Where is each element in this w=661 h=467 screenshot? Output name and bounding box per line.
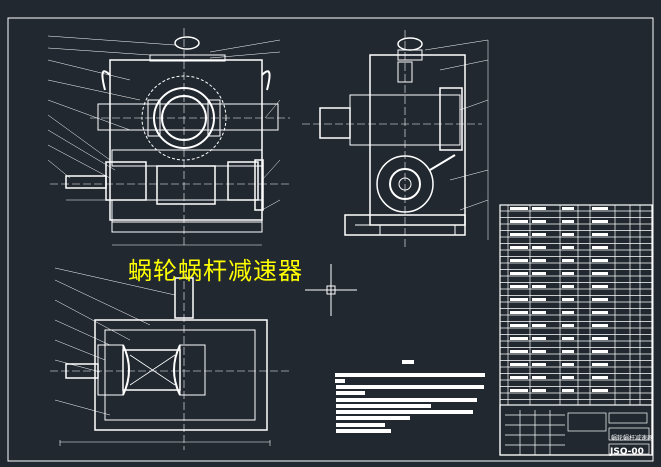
parts-list-cell [562,272,574,275]
parts-list-cell [510,246,528,249]
parts-list-cell [510,376,528,379]
top-view [50,267,290,450]
parts-list-cell [510,285,528,288]
parts-list-cell [562,311,574,314]
parts-list-cell [592,207,608,210]
parts-list-cell [532,246,546,249]
parts-list-cell [510,298,528,301]
parts-list-cell [510,207,528,210]
parts-list-cell [532,311,546,314]
parts-list-cell [532,207,546,210]
parts-list-cell [532,233,546,236]
parts-list-cell [592,233,608,236]
parts-list-cell [532,324,546,327]
parts-list-cell [592,389,608,392]
parts-list-cell [592,272,608,275]
parts-list-cell [510,389,528,392]
drawing-title: 蜗轮蜗杆减速器 [128,257,303,285]
parts-list-cell [562,207,574,210]
side-view [302,30,489,250]
parts-list-cell [532,337,546,340]
parts-list-cell [532,376,546,379]
sheet-border [7,17,654,462]
parts-list-cell [562,298,574,301]
parts-list-cell [592,298,608,301]
parts-list-cell [510,324,528,327]
parts-list-cell [562,233,574,236]
parts-list-cell [532,389,546,392]
parts-list-cell [592,246,608,249]
parts-list-cell [510,272,528,275]
parts-list-cell [592,259,608,262]
parts-list-cell [562,337,574,340]
parts-list-cell [510,363,528,366]
parts-list-cell [592,337,608,340]
technical-notes [335,360,485,433]
parts-list-cell [592,311,608,314]
parts-list-cell [562,220,574,223]
parts-list-cell [510,337,528,340]
parts-list-cell [562,285,574,288]
front-view [47,28,290,248]
parts-list-cell [532,363,546,366]
parts-list-cell [562,324,574,327]
parts-list-cell [532,220,546,223]
parts-list-cell [532,298,546,301]
parts-list-cell [532,285,546,288]
crosshair-cursor-icon [305,264,357,316]
parts-list-cell [562,246,574,249]
parts-list-table [499,204,653,456]
parts-list-cell [510,259,528,262]
parts-list-cell [510,220,528,223]
parts-list-cell [532,259,546,262]
parts-list-cell [532,350,546,353]
parts-list-cell [592,324,608,327]
parts-list-entries [510,207,608,392]
parts-list-cell [592,285,608,288]
drawing-number: JSQ-00 [610,447,644,457]
parts-list-cell [510,311,528,314]
title-block-name: 蜗轮蜗杆减速器 [611,435,654,442]
parts-list-cell [532,272,546,275]
parts-list-cell [510,233,528,236]
parts-list-cell [592,220,608,223]
parts-list-cell [510,350,528,353]
parts-list-cell [562,350,574,353]
parts-list-cell [562,363,574,366]
parts-list-cell [562,259,574,262]
parts-list-cell [562,376,574,379]
parts-list-cell [562,389,574,392]
parts-list-cell [592,350,608,353]
parts-list-cell [592,376,608,379]
parts-list-cell [592,363,608,366]
